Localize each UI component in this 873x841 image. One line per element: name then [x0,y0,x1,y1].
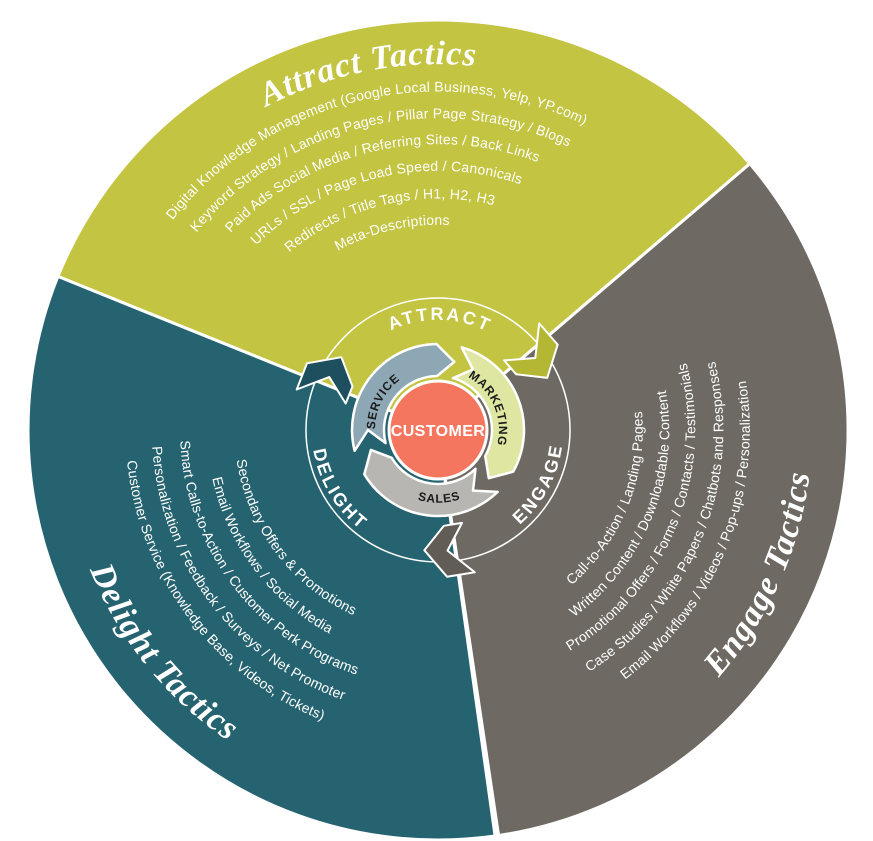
wedge-attract [56,18,752,432]
blade-delight-arrow-icon [295,356,354,405]
blade-attract-arrow-icon [503,322,559,379]
customer-circle [387,379,489,481]
ring-label-sales-text: SALES [417,488,461,505]
wedge-engage [436,162,850,837]
blade-engage-arrow-icon [423,521,476,578]
ring-label-sales: SALES [417,488,462,505]
ring-arrow-service-icon [350,342,456,453]
customer-label: CUSTOMER [391,423,486,440]
ring-arrow-sales-icon [363,448,499,518]
ring-arrow-marketing-icon [451,346,526,480]
